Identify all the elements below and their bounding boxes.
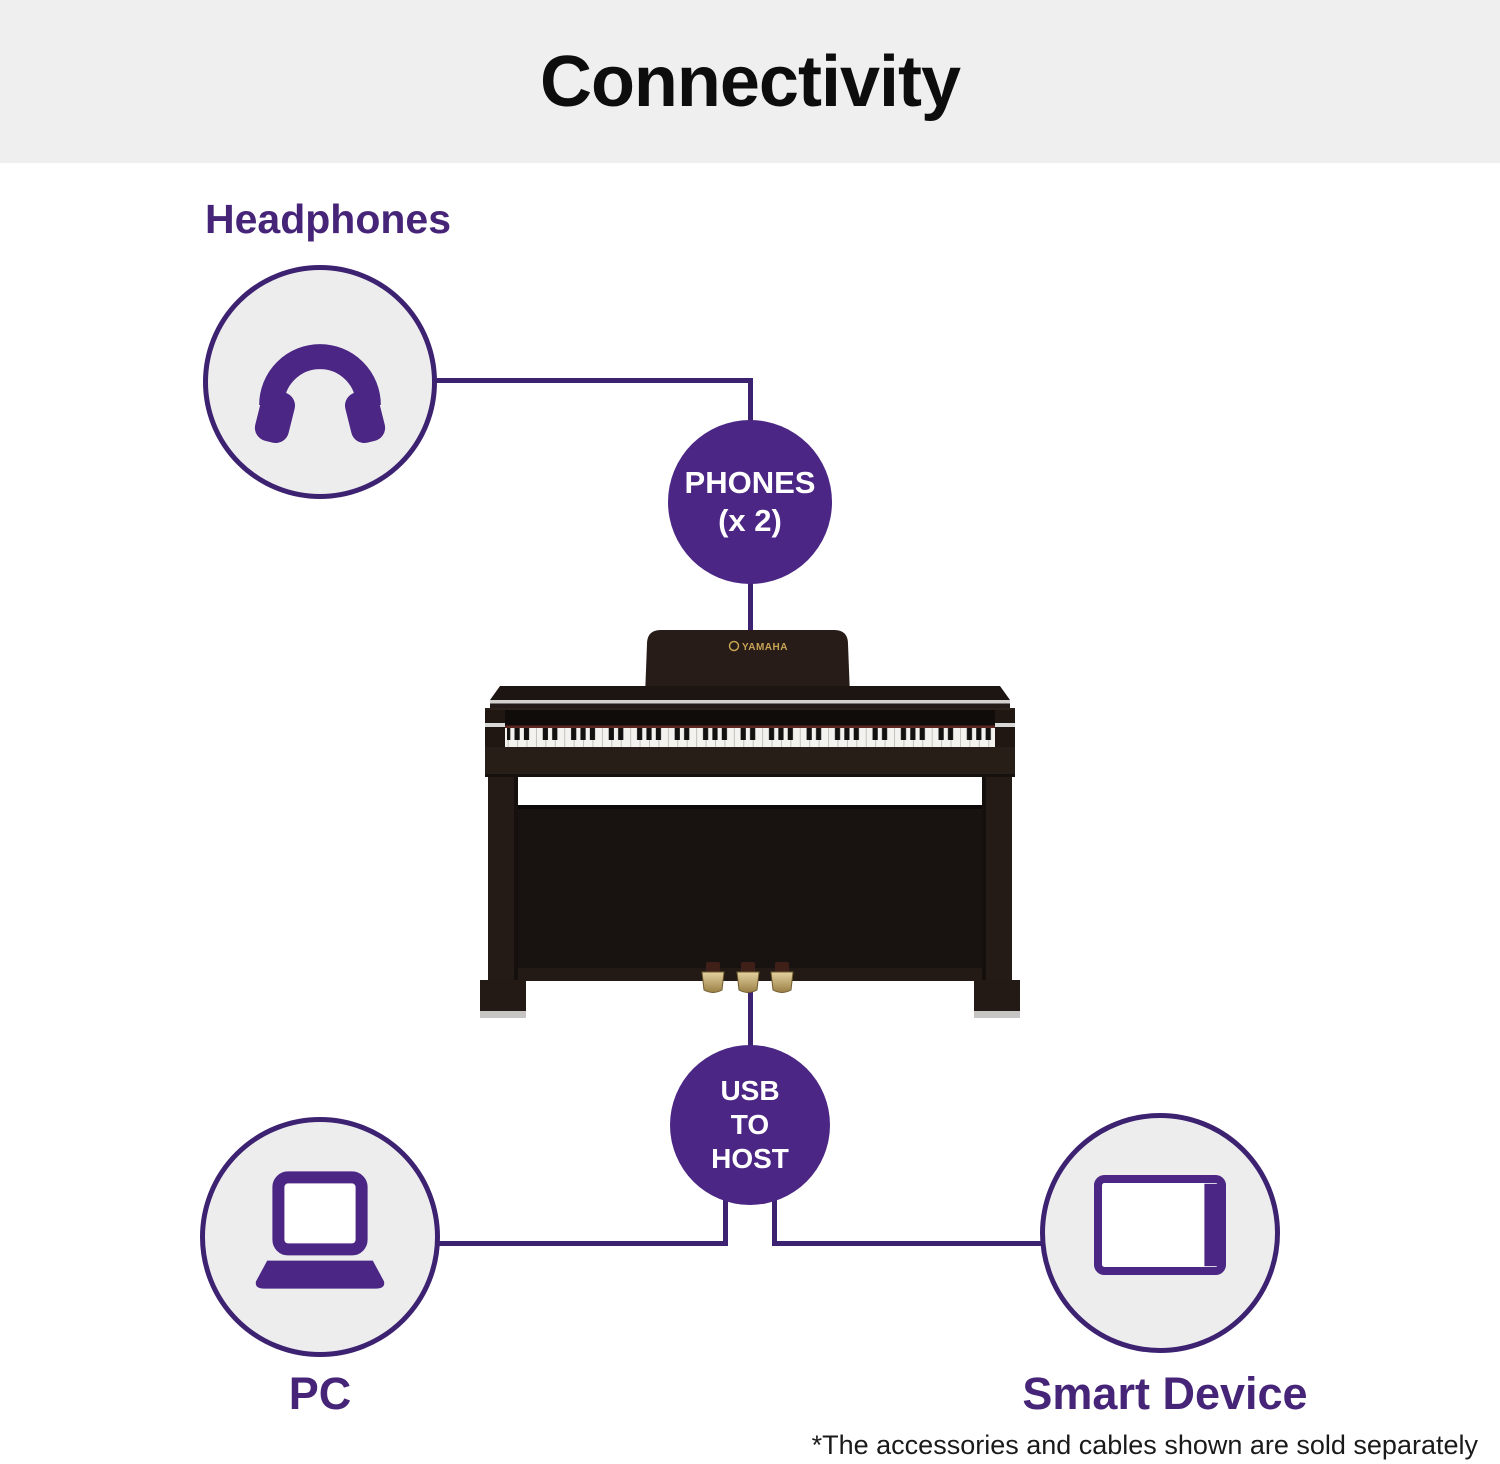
phones-port-label: PHONES (x 2) bbox=[684, 465, 816, 538]
pedals bbox=[701, 962, 794, 993]
usb-port-label: USB TO HOST bbox=[711, 1074, 789, 1175]
phones-port-node: PHONES (x 2) bbox=[668, 420, 832, 584]
pc-label: PC bbox=[288, 1368, 352, 1419]
footnote: *The accessories and cables shown are so… bbox=[811, 1430, 1478, 1460]
smart-device-node bbox=[1040, 1113, 1280, 1353]
connector-usb-stub-right bbox=[772, 1192, 777, 1246]
headphones-label: Headphones bbox=[205, 196, 452, 242]
headphones-node bbox=[203, 265, 437, 499]
usb-port-node: USB TO HOST bbox=[670, 1045, 830, 1205]
connector-piano-to-usb bbox=[748, 992, 753, 1050]
connector-phones-to-piano bbox=[748, 578, 753, 632]
header-banner: Connectivity bbox=[0, 0, 1500, 163]
connector-usb-stub-left bbox=[723, 1192, 728, 1246]
laptop-icon bbox=[240, 1170, 400, 1304]
connector-headphones-vertical bbox=[748, 378, 753, 425]
connector-to-smart-device bbox=[772, 1241, 1042, 1246]
svg-text:YAMAHA: YAMAHA bbox=[742, 642, 788, 653]
page-title: Connectivity bbox=[539, 41, 961, 122]
tablet-icon bbox=[1078, 1171, 1242, 1296]
yamaha-logo: YAMAHA bbox=[728, 640, 788, 653]
headphones-icon bbox=[242, 302, 398, 463]
pc-node bbox=[200, 1117, 440, 1357]
smart-device-label: Smart Device bbox=[1022, 1368, 1308, 1419]
connector-to-pc bbox=[437, 1241, 728, 1246]
digital-piano-image: YAMAHA bbox=[470, 620, 1030, 1035]
connector-headphones-horizontal bbox=[435, 378, 753, 383]
